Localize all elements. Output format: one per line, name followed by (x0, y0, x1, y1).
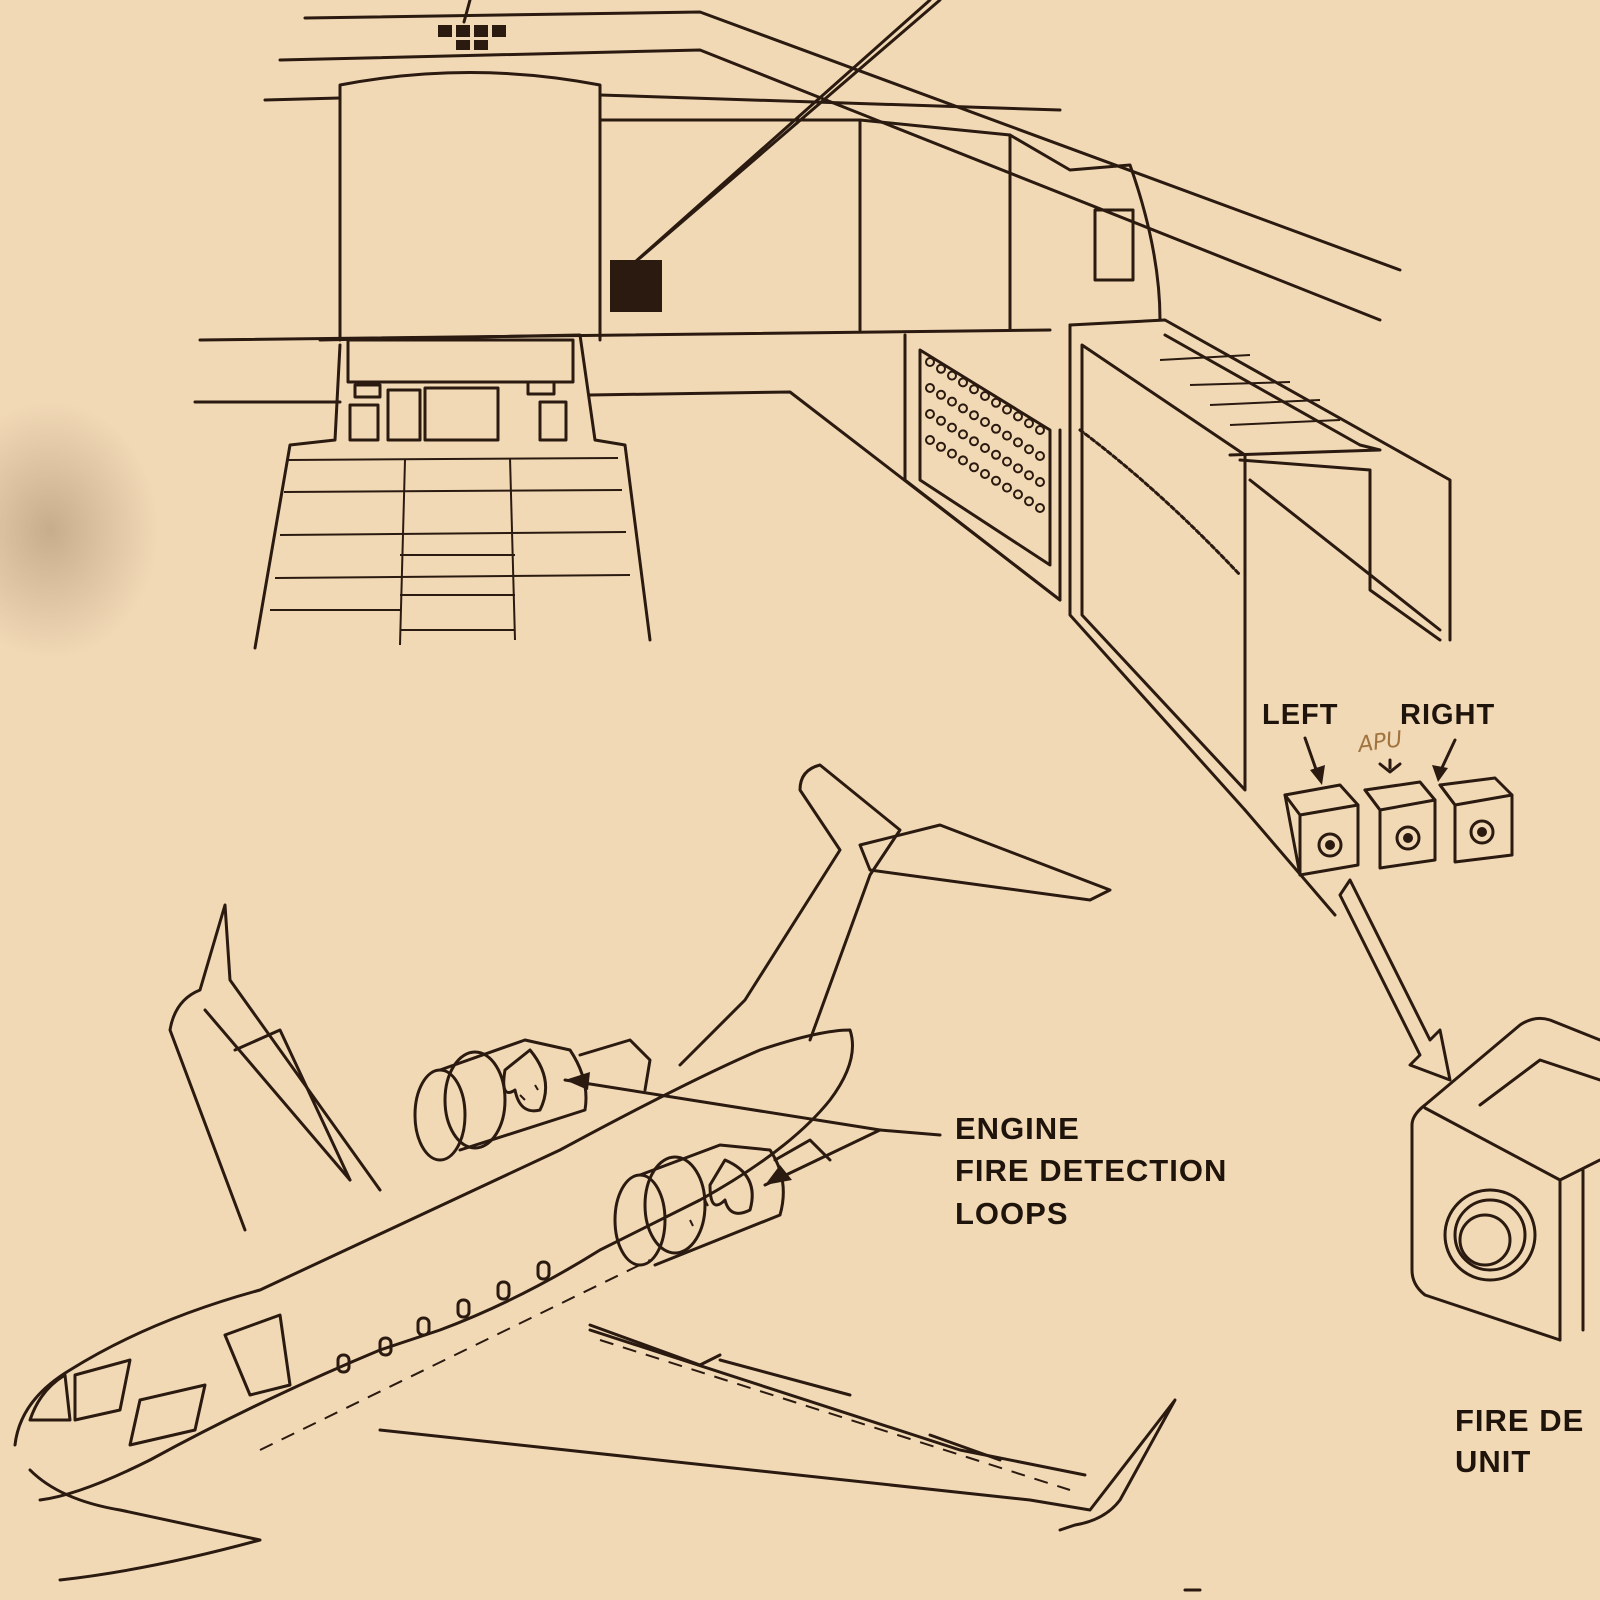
receptacle-circle (991, 397, 1001, 408)
receptacle-circle (1024, 444, 1034, 455)
receptacle-circle (936, 363, 946, 374)
receptacle-circle (947, 422, 957, 433)
receptacle-circle (1002, 456, 1012, 467)
receptacle-circle (925, 435, 935, 445)
receptacle-circle (1024, 496, 1034, 507)
page-shadow (0, 400, 160, 660)
receptacle-circle (991, 449, 1001, 460)
overhead-indicator (438, 25, 506, 50)
receptacle-circle (980, 391, 990, 401)
receptacle-circle (925, 409, 935, 419)
engine-label-line1: ENGINE (955, 1111, 1080, 1146)
receptacle-circle (991, 423, 1001, 434)
receptacle-circle (1024, 418, 1034, 429)
receptacle-circle (1013, 489, 1023, 500)
receptacle-circle (936, 441, 946, 452)
receptacle-circle (1013, 411, 1023, 422)
fire-detection-units (1283, 736, 1514, 1082)
receptacle-circle (1013, 437, 1023, 448)
fire-detection-unit-enlarged (1410, 1016, 1600, 1342)
receptacle-circle (980, 443, 990, 453)
receptacle-circle (958, 429, 968, 440)
indicator-square (610, 260, 662, 312)
unit-label-line1: FIRE DE (1455, 1403, 1585, 1438)
engine-label-line3: LOOPS (955, 1196, 1069, 1231)
receptacle-circle (1002, 430, 1012, 441)
receptacle-circle (925, 383, 935, 393)
receptacle-circle (1035, 451, 1045, 461)
cabin-windows (336, 1260, 551, 1374)
left-engine (413, 1038, 652, 1162)
unit-label-line2: UNIT (1455, 1444, 1532, 1479)
receptacle-circle (969, 410, 979, 421)
engine-label-line2: FIRE DETECTION (955, 1153, 1228, 1188)
right-unit (1438, 776, 1514, 864)
right-engine (613, 1138, 832, 1267)
receptacle-circle (1013, 463, 1023, 474)
receptacle-circle (925, 357, 935, 367)
receptacle-circle (991, 475, 1001, 486)
receptacle-circle (1035, 477, 1045, 487)
receptacle-circle (947, 370, 957, 381)
receptacle-circle (969, 436, 979, 447)
receptacle-circle (947, 448, 957, 459)
receptacle-circle (958, 403, 968, 414)
receptacle-circle (1024, 470, 1034, 481)
receptacle-circle (936, 389, 946, 400)
receptacle-circle (969, 462, 979, 473)
receptacle-circle (936, 415, 946, 426)
apu-unit (1363, 780, 1437, 870)
receptacle-circle (1002, 404, 1012, 415)
receptacle-circle (958, 377, 968, 388)
right-unit-label: RIGHT (1400, 699, 1496, 731)
connector-receptacles (925, 357, 1045, 513)
receptacle-circle (969, 384, 979, 395)
receptacle-circle (1002, 482, 1012, 493)
left-unit-label: LEFT (1262, 699, 1339, 731)
receptacle-circle (1035, 425, 1045, 435)
receptacle-circle (980, 469, 990, 479)
aircraft-drawing (13, 763, 1177, 1582)
receptacle-circle (1035, 503, 1045, 513)
receptacle-circle (980, 417, 990, 427)
cockpit-interior-drawing (193, 0, 1452, 917)
left-unit (1283, 783, 1360, 877)
receptacle-circle (958, 455, 968, 466)
receptacle-circle (947, 396, 957, 407)
